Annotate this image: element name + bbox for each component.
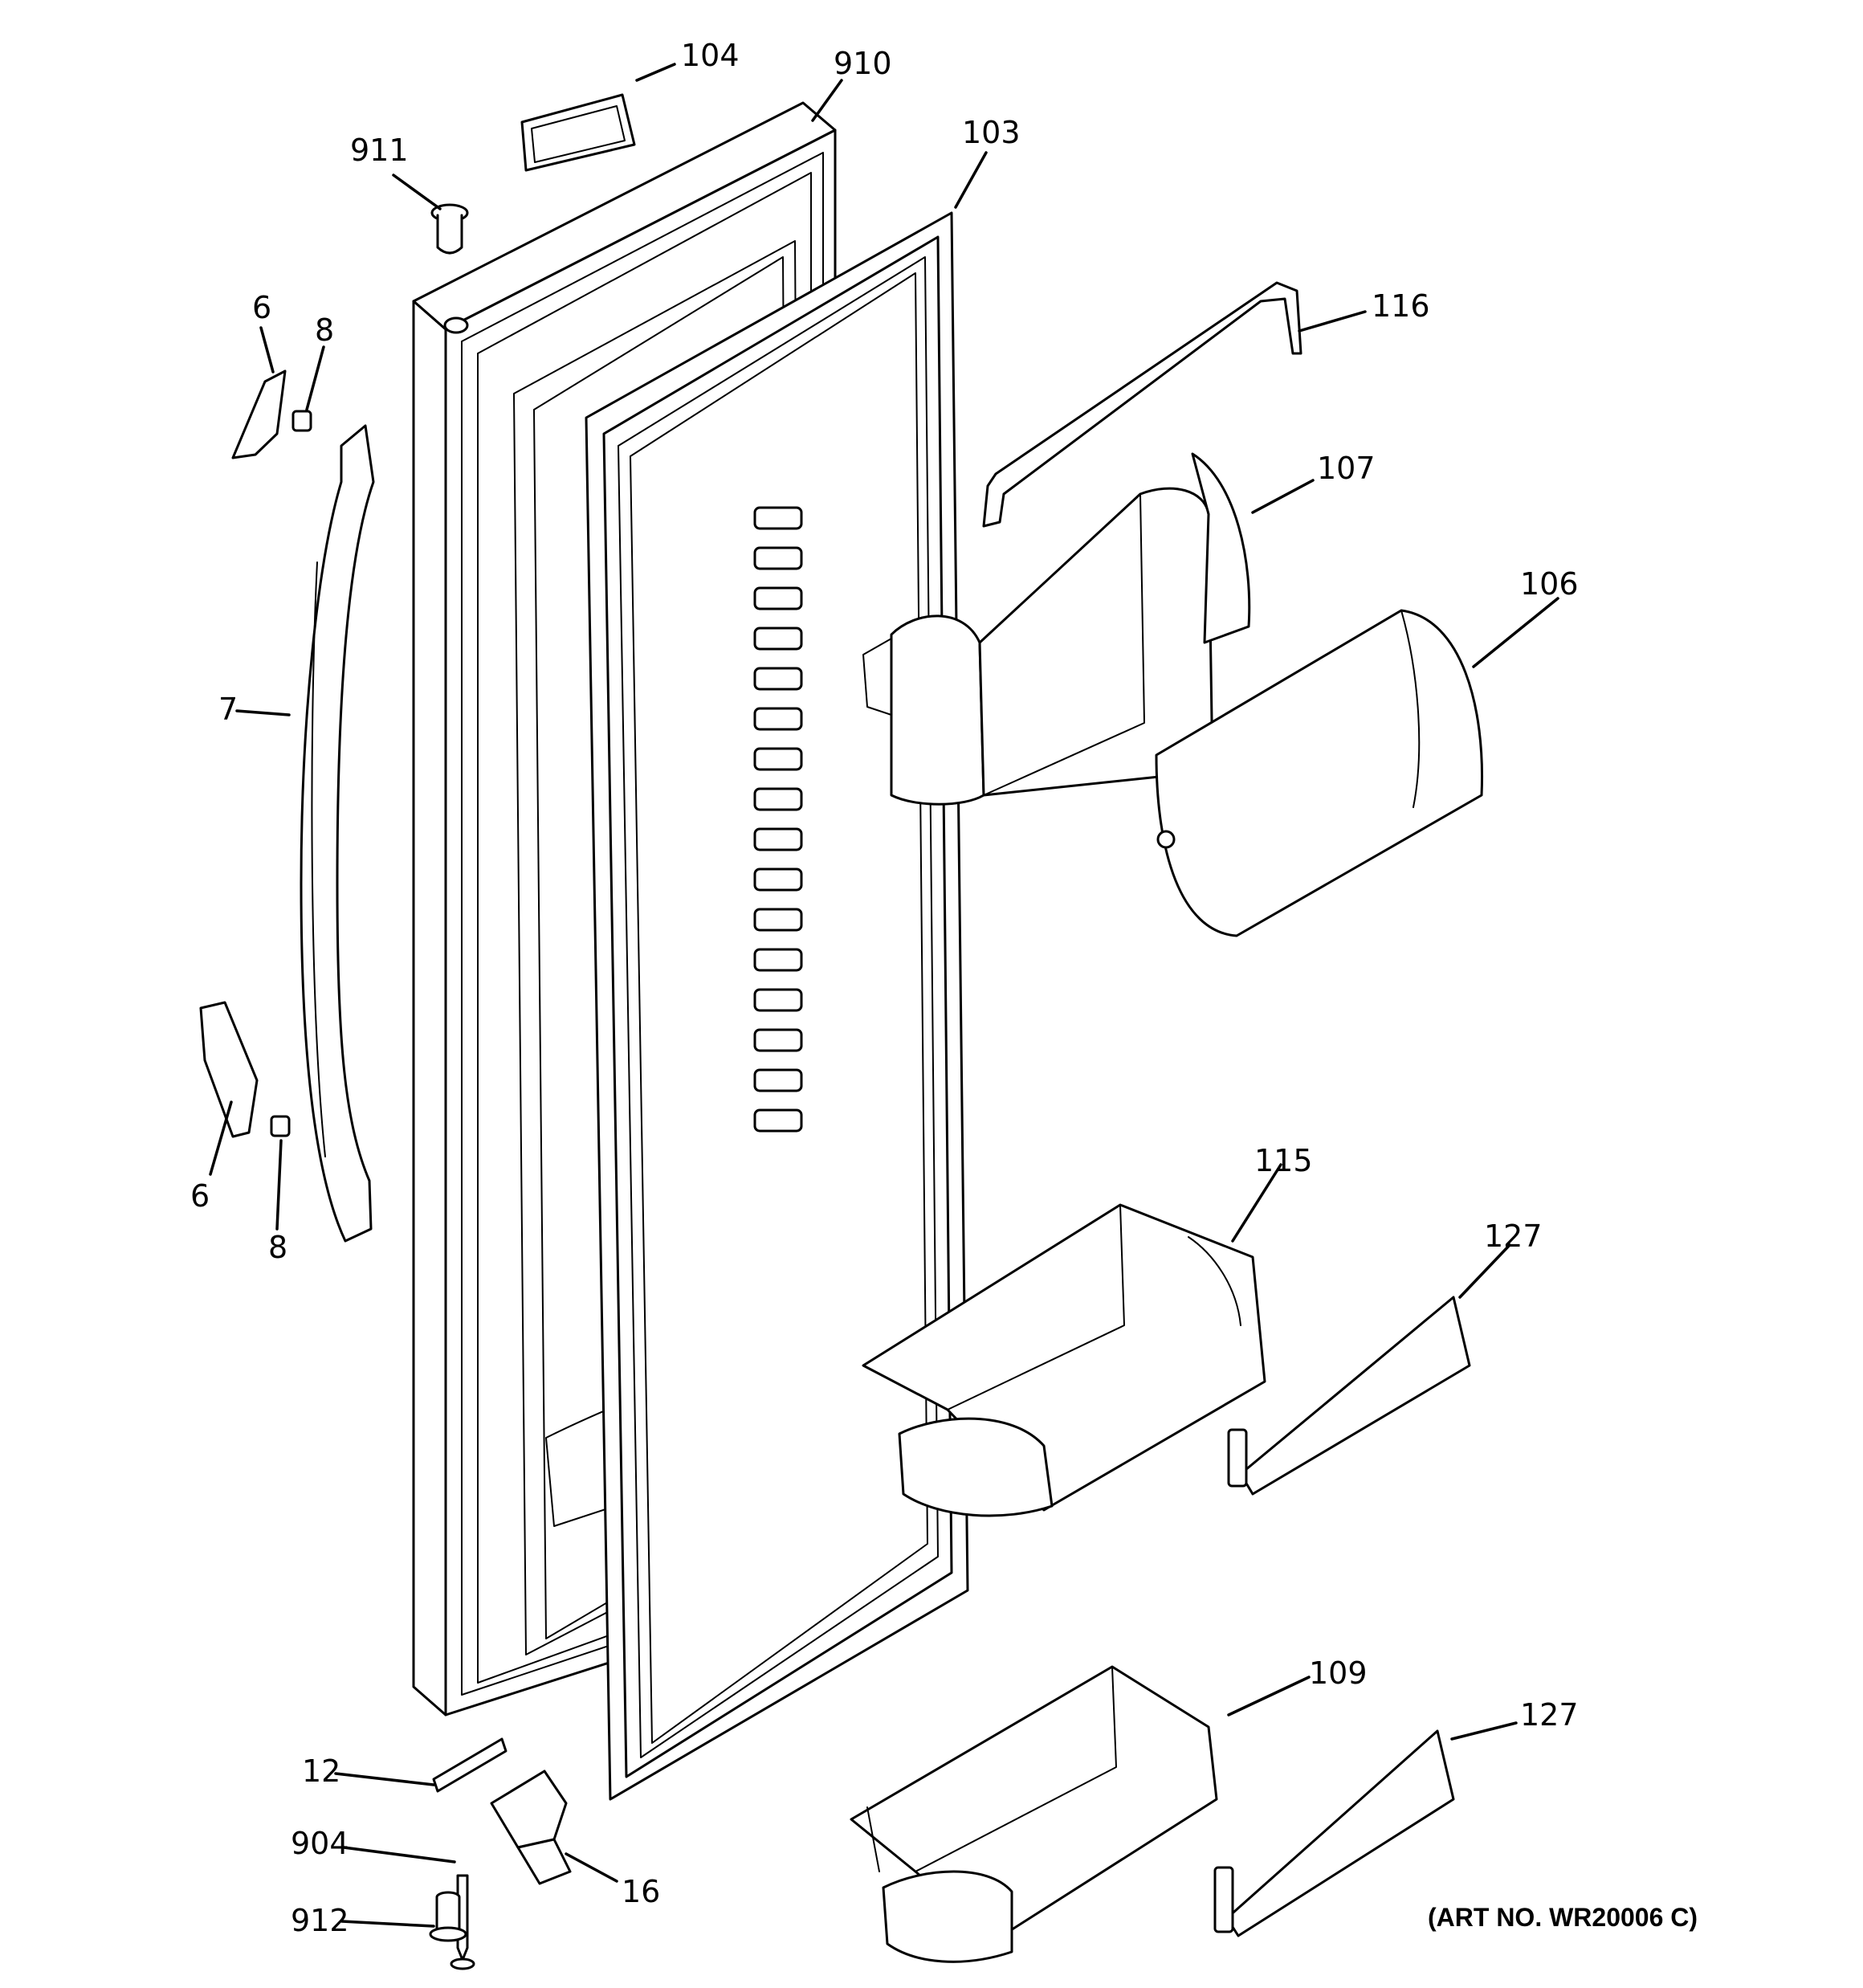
callout-109: 109 xyxy=(1309,1655,1368,1691)
callout-8-bottom: 8 xyxy=(268,1230,287,1265)
lower-bin xyxy=(850,1665,1218,1963)
callout-16: 16 xyxy=(622,1874,660,1909)
handle-trim-bottom xyxy=(199,1001,259,1138)
callout-8-top: 8 xyxy=(315,312,334,348)
callout-912: 912 xyxy=(291,1903,349,1938)
callout-106: 106 xyxy=(1520,566,1579,602)
bin-cover-upper xyxy=(1227,1296,1471,1496)
bin-cover-lower xyxy=(1213,1729,1455,1937)
callout-127-lower: 127 xyxy=(1520,1697,1579,1733)
callout-7: 7 xyxy=(218,692,238,727)
hinge-bushing xyxy=(429,1891,467,1942)
art-number: (ART NO. WR20006 C) xyxy=(1428,1903,1698,1932)
hinge-shim xyxy=(432,1737,508,1793)
handle-screw-top xyxy=(291,410,312,432)
bottom-hinge xyxy=(490,1770,572,1885)
top-plug xyxy=(430,203,469,255)
callout-115: 115 xyxy=(1254,1143,1313,1178)
callout-12: 12 xyxy=(302,1753,340,1789)
callout-116: 116 xyxy=(1372,288,1430,324)
clear-bin xyxy=(1155,609,1484,937)
shelf-rail xyxy=(982,281,1302,528)
callout-910: 910 xyxy=(834,46,892,81)
middle-bin xyxy=(862,1203,1266,1517)
callout-911: 911 xyxy=(350,133,409,168)
callout-104: 104 xyxy=(681,38,740,73)
callout-103: 103 xyxy=(962,115,1021,150)
handle xyxy=(300,424,375,1243)
handle-screw-bottom xyxy=(270,1115,291,1137)
callout-107: 107 xyxy=(1317,451,1376,486)
callout-6-top: 6 xyxy=(252,290,271,325)
upper-bin xyxy=(862,452,1251,806)
liner-shelf-tabs xyxy=(753,506,803,1133)
callout-127-upper: 127 xyxy=(1484,1219,1543,1254)
callout-904: 904 xyxy=(291,1826,349,1861)
leader-lines xyxy=(209,63,1559,1928)
top-insert xyxy=(520,93,636,172)
handle-trim-top xyxy=(231,369,287,459)
callout-6-bottom: 6 xyxy=(190,1178,210,1214)
callout-labels: 104 910 103 911 6 8 116 107 106 7 6 8 11… xyxy=(190,38,1579,1938)
